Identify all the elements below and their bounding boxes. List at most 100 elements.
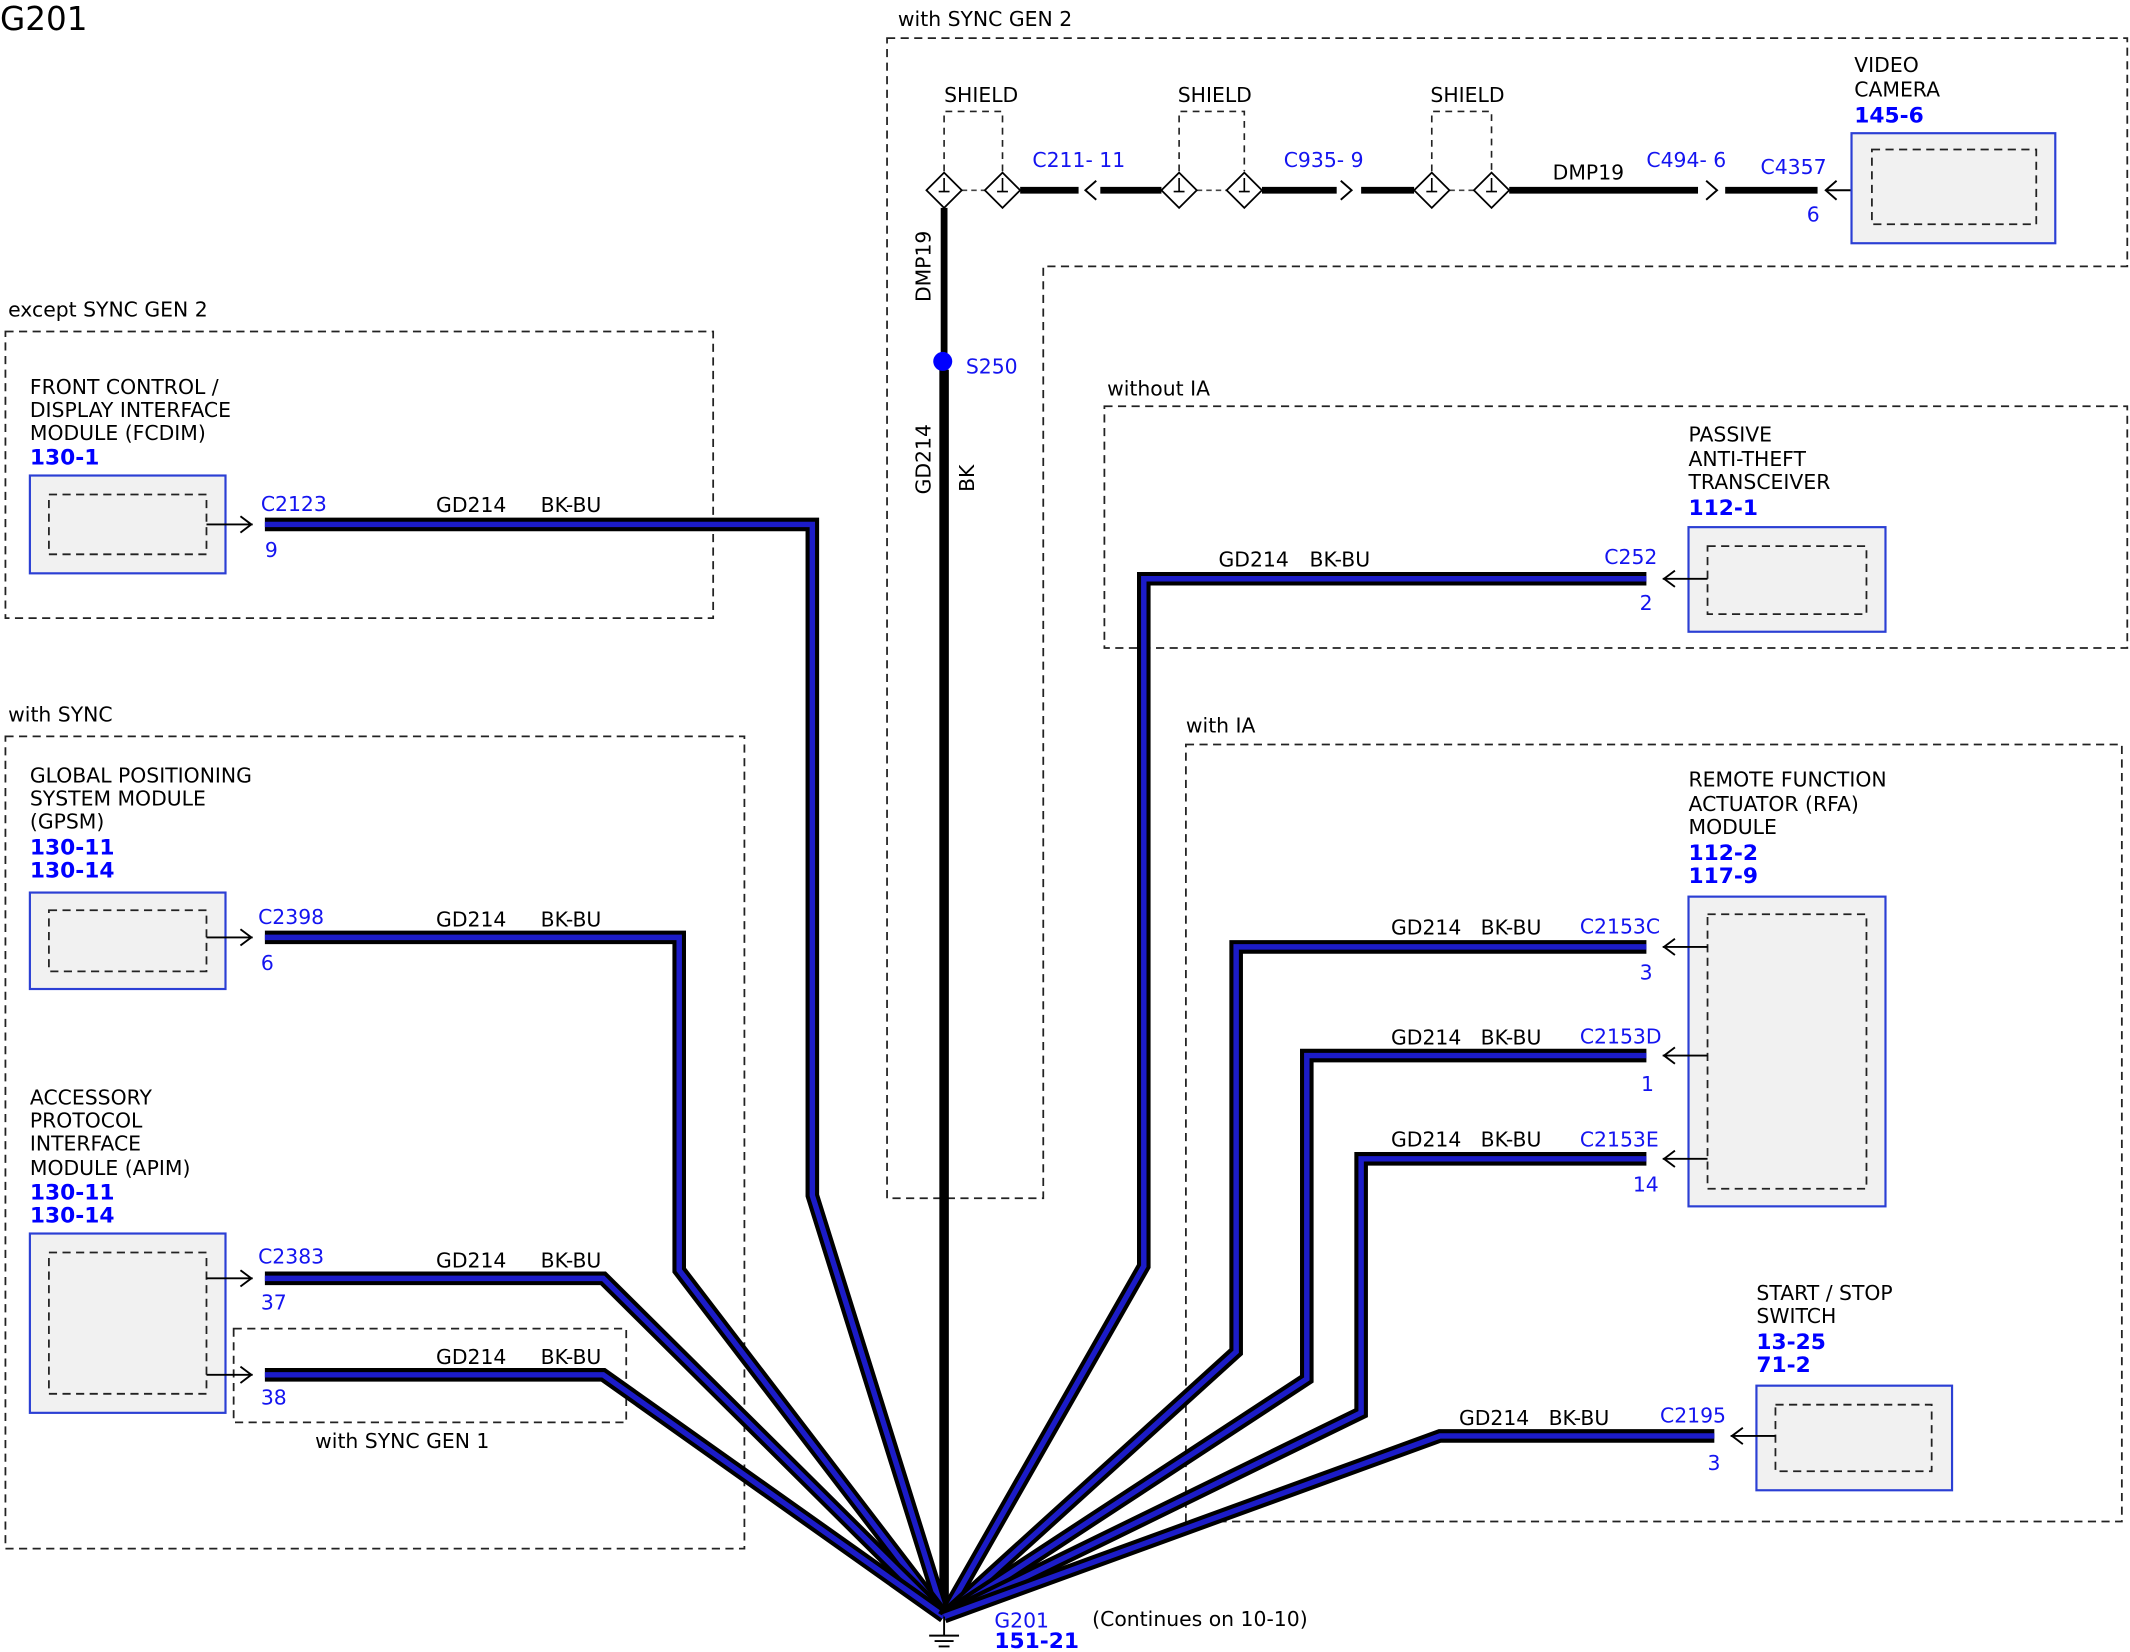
shield-bracket <box>943 110 1004 172</box>
module-name-line: START / STOP <box>1756 1281 1892 1305</box>
zone-with-ia: with IA <box>1185 713 2123 1523</box>
circuit-label: GD214 <box>436 1345 506 1369</box>
module-name-line: FRONT CONTROL / <box>30 375 219 399</box>
ground-trunk: S250 DMP19 GD214 BK <box>912 207 1018 1617</box>
zone-sync-gen2: with SYNC GEN 2 <box>886 7 2129 1200</box>
connector-arrow-left-icon <box>1730 1427 1744 1445</box>
shield-label: SHIELD <box>944 83 1018 107</box>
zone-with-ia-outline <box>1185 743 2123 1523</box>
module-name-line: (GPSM) <box>30 810 104 834</box>
module-name-line: ACTUATOR (RFA) <box>1689 792 1859 816</box>
shield-bracket <box>1178 110 1246 172</box>
pin-label: 38 <box>261 1386 287 1410</box>
shield-diamond-icon <box>1412 171 1451 210</box>
pin-label: 1 <box>1641 1072 1654 1096</box>
connector-label: C2383 <box>258 1244 324 1268</box>
connector-label: C2398 <box>258 905 324 929</box>
splice-dot-icon <box>933 351 953 371</box>
module-box <box>28 891 227 991</box>
wire-color-label: BK-BU <box>541 1248 602 1272</box>
ground-g201: G201 151-21 (Continues on 10-10) <box>929 1607 1308 1652</box>
module-name-line: INTERFACE <box>30 1132 141 1156</box>
connector-arrow-right-icon <box>239 1269 253 1288</box>
trunk-circuit: GD214 <box>912 424 936 494</box>
module-ref: 117-9 <box>1689 864 1758 889</box>
module-box <box>1687 895 1887 1208</box>
module-box <box>28 1232 227 1414</box>
continuation-note: (Continues on 10-10) <box>1092 1607 1308 1631</box>
module-name-line: VIDEO <box>1854 53 1919 77</box>
trunk-color: BK <box>955 464 979 492</box>
module-ref: 130-11 <box>30 836 115 861</box>
shield-label: SHIELD <box>1178 83 1252 107</box>
wire-c2383-37 <box>264 1271 949 1622</box>
module-name-line: CAMERA <box>1854 78 1940 102</box>
connector-arrow-right-icon <box>239 928 253 947</box>
zone-with-sync-gen1-label: with SYNC GEN 1 <box>315 1429 489 1453</box>
wire-c2383-38 <box>264 1368 949 1623</box>
connector-arrow-left-icon <box>1662 1149 1676 1168</box>
shield-diamond-icon <box>983 171 1022 210</box>
connector-label: C4357 <box>1761 155 1827 179</box>
module-box <box>1755 1384 1954 1492</box>
pin-label: 2 <box>1640 591 1653 615</box>
wire-c2153c <box>939 940 1647 1622</box>
connector-arrow-right-icon <box>1340 180 1354 201</box>
zone-with-sync-label: with SYNC <box>8 702 112 726</box>
wire-color-label: BK-BU <box>1481 1128 1542 1152</box>
splice-label: S250 <box>966 355 1018 379</box>
shield-diamond-icon <box>1472 171 1511 210</box>
module-box <box>1850 132 2057 245</box>
zone-without-ia-outline <box>1103 405 2129 649</box>
module-ref: 13-25 <box>1756 1330 1825 1355</box>
module-ref: 71-2 <box>1756 1353 1810 1378</box>
connector-label: C211- 11 <box>1032 148 1125 172</box>
module-fcdim: FRONT CONTROL / DISPLAY INTERFACE MODULE… <box>28 375 602 575</box>
connector-label: C2153D <box>1580 1024 1662 1048</box>
zone-sync-gen2-outline <box>886 37 2129 1200</box>
module-box <box>28 474 227 575</box>
wire-color-label: BK-BU <box>1310 548 1371 572</box>
circuit-label: DMP19 <box>1553 160 1624 184</box>
module-inner-box <box>1871 148 2038 226</box>
page-title: G201 <box>0 0 87 38</box>
zone-except-sync-gen2-outline <box>4 330 715 620</box>
connector-label: C2195 <box>1660 1403 1726 1427</box>
wire-c2153e <box>941 1152 1647 1623</box>
pin-label: 3 <box>1640 961 1653 985</box>
connector-arrow-right-icon <box>239 1365 253 1384</box>
pin-label: 37 <box>261 1291 287 1315</box>
wire-color-label: BK-BU <box>541 1345 602 1369</box>
zone-except-sync-gen2: except SYNC GEN 2 <box>4 298 715 620</box>
connector-arrow-right-icon <box>1705 180 1719 201</box>
wire-color-label: BK-BU <box>1549 1406 1610 1430</box>
module-name-line: DISPLAY INTERFACE <box>30 398 231 422</box>
wire-color-label: BK-BU <box>541 908 602 932</box>
module-ref: 112-2 <box>1689 841 1758 866</box>
module-ref: 130-11 <box>30 1181 115 1206</box>
wire-c252 <box>938 571 1647 1620</box>
shield-diamond-icon <box>1225 171 1264 210</box>
wire-color-label: BK-BU <box>541 493 602 517</box>
module-rfa: REMOTE FUNCTION ACTUATOR (RFA) MODULE 11… <box>1391 768 1887 1208</box>
module-gpsm: GLOBAL POSITIONING SYSTEM MODULE (GPSM) … <box>28 764 602 991</box>
circuit-label: GD214 <box>1391 1128 1461 1152</box>
module-name-line: PROTOCOL <box>30 1109 143 1133</box>
circuit-label: GD214 <box>436 908 506 932</box>
wire-c2195 <box>941 1429 1715 1623</box>
shield-diamond-icon <box>1160 171 1199 210</box>
module-name-line: SYSTEM MODULE <box>30 787 206 811</box>
camera-circuit: SHIELD SHIELD SHIELD <box>925 83 1872 227</box>
shield-diamond-icon <box>925 171 964 210</box>
connector-label: C2123 <box>261 492 327 516</box>
pin-label: 9 <box>265 538 278 562</box>
circuit-label: GD214 <box>436 493 506 517</box>
wire-c2153d <box>940 1048 1647 1623</box>
connector-arrow-left-icon <box>1083 180 1097 201</box>
connector-label: C935- 9 <box>1284 148 1364 172</box>
connector-arrow-left-icon <box>1824 180 1838 201</box>
zone-with-sync-outline <box>4 735 746 1550</box>
ground-icon <box>929 1616 960 1648</box>
connector-arrow-left-icon <box>1662 569 1676 588</box>
wire-color-label: BK-BU <box>1481 1026 1542 1050</box>
